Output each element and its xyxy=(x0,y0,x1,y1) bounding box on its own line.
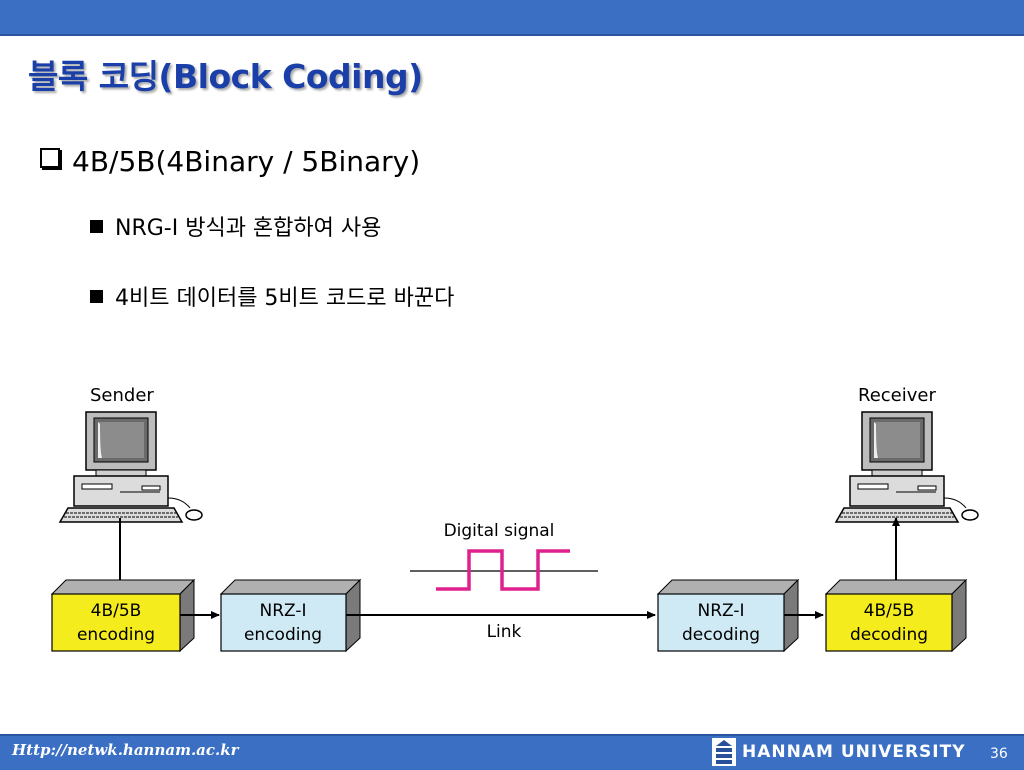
footer-bar xyxy=(0,734,1024,770)
checkbox-bullet-icon xyxy=(40,148,60,168)
top-bar xyxy=(0,0,1024,36)
digital-signal-label: Digital signal xyxy=(444,521,555,541)
box-label: decoding xyxy=(682,625,760,645)
sub-bullet-text: NRG-I 방식과 혼합하여 사용 xyxy=(115,216,382,241)
box-label: decoding xyxy=(850,625,928,645)
main-bullet-text: 4B/5B(4Binary / 5Binary) xyxy=(72,145,421,178)
main-bullet: 4B/5B(4Binary / 5Binary) xyxy=(40,145,420,178)
decoding-nrzi-box xyxy=(657,593,785,652)
footer-university: HANNAM UNIVERSITY xyxy=(742,742,966,762)
decoding-4b5b-box xyxy=(825,593,953,652)
box-label: NRZ-I xyxy=(697,601,744,621)
box-label: encoding xyxy=(77,625,155,645)
link-label: Link xyxy=(487,622,522,642)
square-bullet-icon xyxy=(90,220,103,233)
sub-bullet-text: 4비트 데이터를 5비트 코드로 바꾼다 xyxy=(115,286,455,311)
university-logo-icon xyxy=(712,738,736,766)
box-label: encoding xyxy=(244,625,322,645)
box-label: 4B/5B xyxy=(864,601,915,621)
box-label: NRZ-I xyxy=(259,601,306,621)
encoding-4b5b-box xyxy=(51,593,181,652)
square-bullet-icon xyxy=(90,290,103,303)
slide-title: 블록 코딩(Block Coding) xyxy=(28,57,423,96)
digital-signal-waveform xyxy=(436,549,570,591)
page-number: 36 xyxy=(990,746,1008,762)
encoding-nrzi-box xyxy=(220,593,347,652)
receiver-computer-icon xyxy=(835,411,979,523)
footer-url: Http://netwk.hannam.ac.kr xyxy=(12,741,239,759)
receiver-label: Receiver xyxy=(858,385,936,406)
sender-label: Sender xyxy=(90,385,154,406)
box-label: 4B/5B xyxy=(91,601,142,621)
sender-computer-icon xyxy=(59,411,203,523)
sub-bullet-1: NRG-I 방식과 혼합하여 사용 xyxy=(90,210,381,242)
sub-bullet-2: 4비트 데이터를 5비트 코드로 바꾼다 xyxy=(90,280,454,312)
